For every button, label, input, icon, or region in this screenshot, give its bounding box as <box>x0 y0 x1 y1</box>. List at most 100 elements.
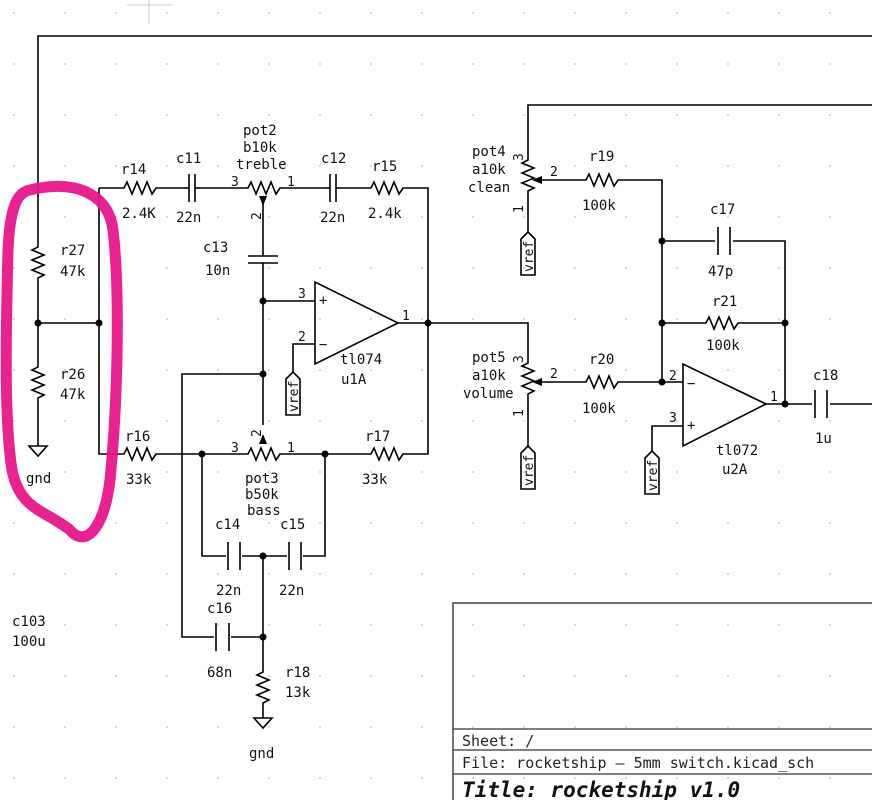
r21-value: 100k <box>706 338 740 354</box>
r26-value: 47k <box>60 387 86 403</box>
resistor-r17[interactable]: r17 33k <box>362 429 406 488</box>
wires <box>37 35 872 718</box>
pot5-label: volume <box>463 386 514 402</box>
r19-ref: r19 <box>589 149 614 165</box>
resistor-r16[interactable]: r16 33k <box>120 429 160 488</box>
vref-text: vref <box>287 381 302 412</box>
u1a-pin3: 3 <box>298 287 306 302</box>
capacitor-c16[interactable]: c16 68n <box>207 601 232 681</box>
u1a-ref: u1A <box>341 372 367 388</box>
c14-value: 22n <box>216 583 241 599</box>
resistor-r26[interactable]: r26 47k <box>29 364 86 403</box>
pot3-ref: pot3 <box>245 471 279 487</box>
c18-value: 1u <box>815 431 832 447</box>
potentiometer-pot3[interactable]: pot3 b50k bass 3 1 2 <box>231 429 295 519</box>
ground-symbol-r18: gnd <box>249 717 274 762</box>
c13-value: 10n <box>205 263 230 279</box>
grid-dots <box>13 12 831 779</box>
r21-ref: r21 <box>712 294 737 310</box>
pot5-value: a10k <box>472 368 506 384</box>
u2a-pin3: 3 <box>669 411 677 426</box>
capacitor-c13[interactable]: c13 10n <box>203 240 278 279</box>
r16-ref: r16 <box>125 429 150 445</box>
pot5-ref: pot5 <box>472 350 506 366</box>
capacitor-c11[interactable]: c11 22n <box>176 151 201 226</box>
resistor-r18[interactable]: r18 13k <box>254 665 311 706</box>
pot5-pin3: 3 <box>512 355 527 363</box>
capacitor-c14[interactable]: c14 22n <box>215 517 241 599</box>
u2a-pin2: 2 <box>669 369 677 384</box>
u1a-pin2: 2 <box>298 330 306 345</box>
title-block: Sheet: / File: rocketship — 5mm switch.k… <box>452 602 872 800</box>
crosshair-cursor <box>127 0 172 24</box>
c103-ref: c103 <box>12 614 46 630</box>
r14-value: 2.4K <box>122 206 156 222</box>
potentiometer-pot2[interactable]: pot2 b10k treble 3 1 2 <box>231 123 295 220</box>
vref-label-pot4: vref <box>520 230 537 276</box>
opamp-u1a[interactable]: + − 3 2 1 tl074 u1A <box>298 280 410 388</box>
pot2-ref: pot2 <box>243 123 277 139</box>
c103-value: 100u <box>12 634 46 650</box>
gnd-text: gnd <box>26 471 51 487</box>
r18-ref: r18 <box>285 665 310 681</box>
c17-ref: c17 <box>710 202 735 218</box>
vref-label-pot5: vref <box>520 444 537 490</box>
r17-ref: r17 <box>365 429 390 445</box>
pot3-pin2: 2 <box>250 429 265 437</box>
vref-text: vref <box>522 455 537 486</box>
capacitor-c17[interactable]: c17 47p <box>708 202 735 280</box>
u2a-ref: u2A <box>722 462 748 478</box>
pot4-pin2: 2 <box>550 165 558 180</box>
potentiometer-pot4[interactable]: pot4 a10k clean 3 2 1 <box>468 144 558 213</box>
opamp-u2a[interactable]: − + 2 3 1 tl072 u2A <box>669 362 778 478</box>
pot2-pin2: 2 <box>250 212 265 220</box>
r27-value: 47k <box>60 264 86 280</box>
c12-ref: c12 <box>321 151 346 167</box>
c15-ref: c15 <box>280 517 305 533</box>
c17-value: 47p <box>708 264 733 280</box>
pot4-label: clean <box>468 180 510 196</box>
r17-value: 33k <box>362 472 388 488</box>
junctions <box>34 237 789 641</box>
r15-value: 2.4k <box>368 206 402 222</box>
c12-value: 22n <box>320 210 345 226</box>
u1a-minus: − <box>319 337 327 353</box>
capacitor-c12[interactable]: c12 22n <box>320 151 346 226</box>
pot2-value: b10k <box>243 140 277 156</box>
pot3-pin3: 3 <box>231 441 239 456</box>
r27-ref: r27 <box>60 243 85 259</box>
potentiometer-pot5[interactable]: pot5 a10k volume 3 2 1 <box>463 350 558 417</box>
r15-ref: r15 <box>372 159 397 175</box>
pot2-pin1: 1 <box>287 175 295 190</box>
u2a-pin1: 1 <box>770 390 778 405</box>
r18-value: 13k <box>285 685 311 701</box>
r26-ref: r26 <box>60 367 85 383</box>
resistor-r20[interactable]: r20 100k <box>582 352 622 417</box>
component-c103[interactable]: c103 100u <box>12 614 46 650</box>
vref-text: vref <box>646 460 661 491</box>
resistor-r21[interactable]: r21 100k <box>702 294 742 354</box>
pot4-pin3: 3 <box>512 153 527 161</box>
c18-ref: c18 <box>813 368 838 384</box>
resistor-r19[interactable]: r19 100k <box>582 149 622 214</box>
pot3-pin1: 1 <box>287 441 295 456</box>
pot2-label: treble <box>236 157 287 173</box>
title-text: Title: rocketship v1.0 <box>462 778 740 800</box>
pot2-pin3: 3 <box>231 175 239 190</box>
c16-value: 68n <box>207 665 232 681</box>
resistor-r15[interactable]: r15 2.4k <box>367 159 406 222</box>
u1a-value: tl074 <box>340 352 382 368</box>
resistor-r27[interactable]: r27 47k <box>29 243 86 280</box>
ground-symbol-left: gnd <box>26 445 51 487</box>
u1a-pin1: 1 <box>402 309 410 324</box>
pot3-value: b50k <box>245 487 279 503</box>
resistor-r14[interactable]: r14 2.4K <box>120 162 160 222</box>
pot4-pin1: 1 <box>512 205 527 213</box>
capacitor-c15[interactable]: c15 22n <box>279 517 305 599</box>
capacitor-c18[interactable]: c18 1u <box>813 368 838 447</box>
pot5-pin2: 2 <box>550 367 558 382</box>
c15-value: 22n <box>279 583 304 599</box>
c14-ref: c14 <box>215 517 240 533</box>
r19-value: 100k <box>582 198 616 214</box>
